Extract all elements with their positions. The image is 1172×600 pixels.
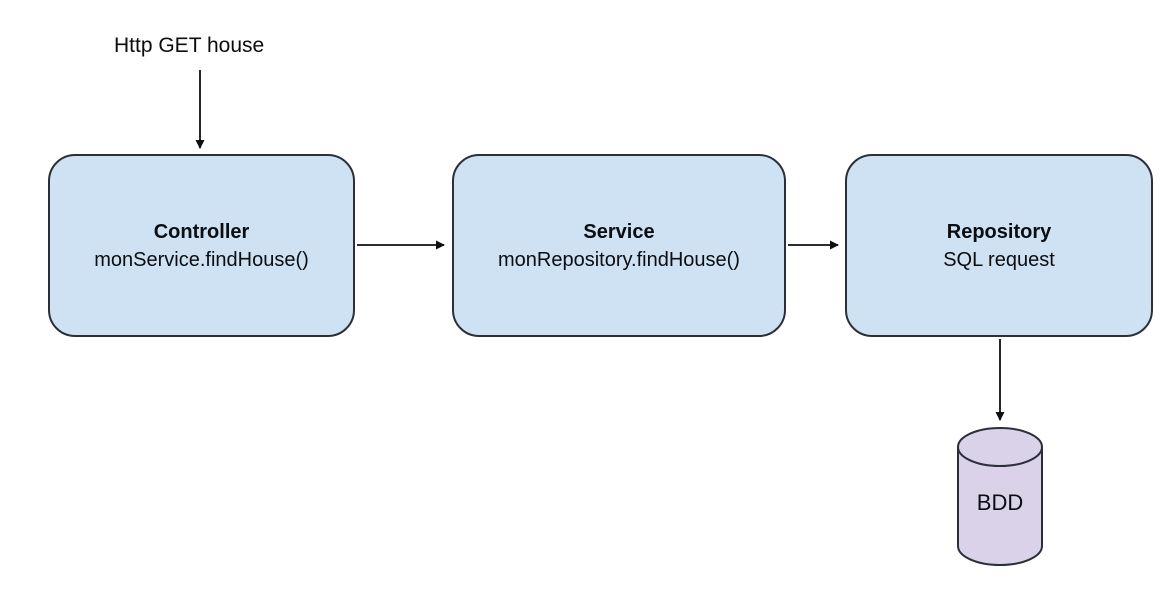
database-cylinder-bottom (957, 526, 1043, 566)
http-request-label: Http GET house (114, 34, 265, 57)
database-cylinder-top (957, 427, 1043, 467)
node-repository: Repository SQL request (845, 154, 1153, 337)
node-controller-title: Controller (153, 220, 250, 243)
node-controller: Controller monService.findHouse() (48, 154, 355, 337)
node-service-title: Service (583, 220, 655, 243)
node-controller-subtitle: monService.findHouse() (94, 248, 309, 271)
database-label: BDD (976, 490, 1024, 515)
node-repository-title: Repository (946, 220, 1052, 243)
node-service-subtitle: monRepository.findHouse() (498, 248, 740, 271)
node-service: Service monRepository.findHouse() (452, 154, 786, 337)
node-repository-subtitle: SQL request (943, 248, 1055, 271)
